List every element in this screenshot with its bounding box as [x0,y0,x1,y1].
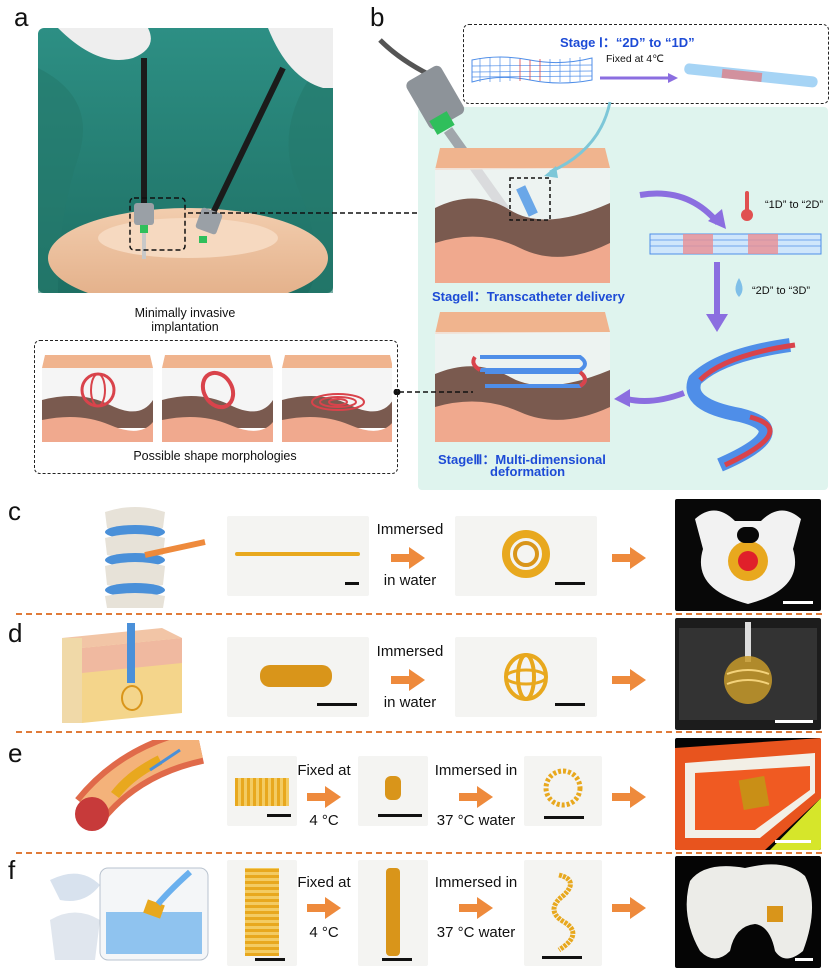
e-arrow-1 [307,786,341,808]
c-arrow-label-2: in water [383,572,437,589]
d-photo-rod [227,637,369,717]
stage3-label-line2: deformation [490,464,566,479]
e-arrow-2 [459,786,493,808]
panel-a-illustration [38,28,333,308]
label-1d-2d: “1D” to “2D” [765,199,824,211]
to-stage3-arrow [612,385,687,410]
stage2-tissue-block [430,148,615,283]
e-arrow2-label-1: Immersed in [434,762,518,779]
label-2d-3d: “2D” to “3D” [752,285,811,297]
panel-letter-c: c [8,496,21,526]
flat-mesh [648,232,823,258]
shape-morphologies-box [34,340,398,474]
f-arrow1-label-1: Fixed at [297,874,351,891]
d-arrow-label-2: in water [383,694,437,711]
panel-letter-d: d [8,618,23,648]
f-arrow-1 [307,897,341,919]
stage1-to-block-arrow [530,100,620,180]
skin-illustration [52,618,192,728]
f-photo-wavy [524,860,602,966]
stage2-label: StageⅡ：Transcatheter delivery [432,289,625,304]
f-photo-rolled [358,860,428,966]
thermometer-icon [740,190,754,222]
separator-c-d [16,613,822,615]
stage1-label: Stage Ⅰ：“2D” to “1D” [560,35,695,50]
c-photo-rod [227,516,369,596]
e-photo-sheet [227,756,297,826]
spine-illustration [85,500,215,610]
panel-letter-b: b [370,2,385,32]
e-photo-rolled [358,756,428,826]
down-arrow [706,262,728,332]
f-arrow1-label-2: 4 °C [309,924,339,941]
stage1-fixed-label: Fixed at 4℃ [606,53,664,65]
stage1-arrow [600,70,678,83]
d-arrow-2 [612,669,646,691]
stage1-mesh-1d [682,60,822,90]
c-photo-vertebra [675,499,821,611]
d-photo-cage [455,637,597,717]
e-arrow1-label-2: 4 °C [309,812,339,829]
d-photo-gel [675,618,821,730]
3d-s-shape [680,335,828,475]
c-arrow-label-1: Immersed [376,521,444,538]
e-photo-ring [524,756,602,826]
e-photo-vessel-model [675,738,821,850]
connector-shapes-to-stage3 [393,382,475,396]
d-arrow-label-1: Immersed [376,643,444,660]
f-arrow2-label-2: 37 °C water [436,924,516,941]
panel-letter-a: a [14,2,29,32]
f-arrow2-label-1: Immersed in [434,874,518,891]
e-arrow2-label-2: 37 °C water [436,812,516,829]
stage3-tissue-block [430,312,615,442]
panel-letter-f: f [8,855,16,885]
e-arrow1-label-1: Fixed at [297,762,351,779]
separator-d-e [16,731,822,733]
stage1-mesh-2d [470,52,595,86]
f-photo-sheet [227,860,297,966]
stage1-box [463,24,829,104]
d-arrow-1 [391,669,425,691]
e-arrow-3 [612,786,646,808]
stage3-label-line1: StageⅢ：Multi-dimensional [438,452,606,467]
water-drop-icon [732,278,746,298]
panel-a-caption: Minimally invasive implantation [134,306,236,334]
vessel-illustration [70,726,210,840]
c-photo-coil [455,516,597,596]
shape-morphologies-caption: Possible shape morphologies [133,449,297,463]
f-photo-joint-model [675,856,821,968]
separator-e-f [16,852,822,854]
c-arrow-1 [391,547,425,569]
morphology-thumbnails [40,350,393,442]
c-arrow-2 [612,547,646,569]
to-unfold-arrow [638,185,728,230]
f-arrow-2 [459,897,493,919]
panel-letter-e: e [8,738,23,768]
knee-illustration [40,860,212,965]
f-arrow-3 [612,897,646,919]
